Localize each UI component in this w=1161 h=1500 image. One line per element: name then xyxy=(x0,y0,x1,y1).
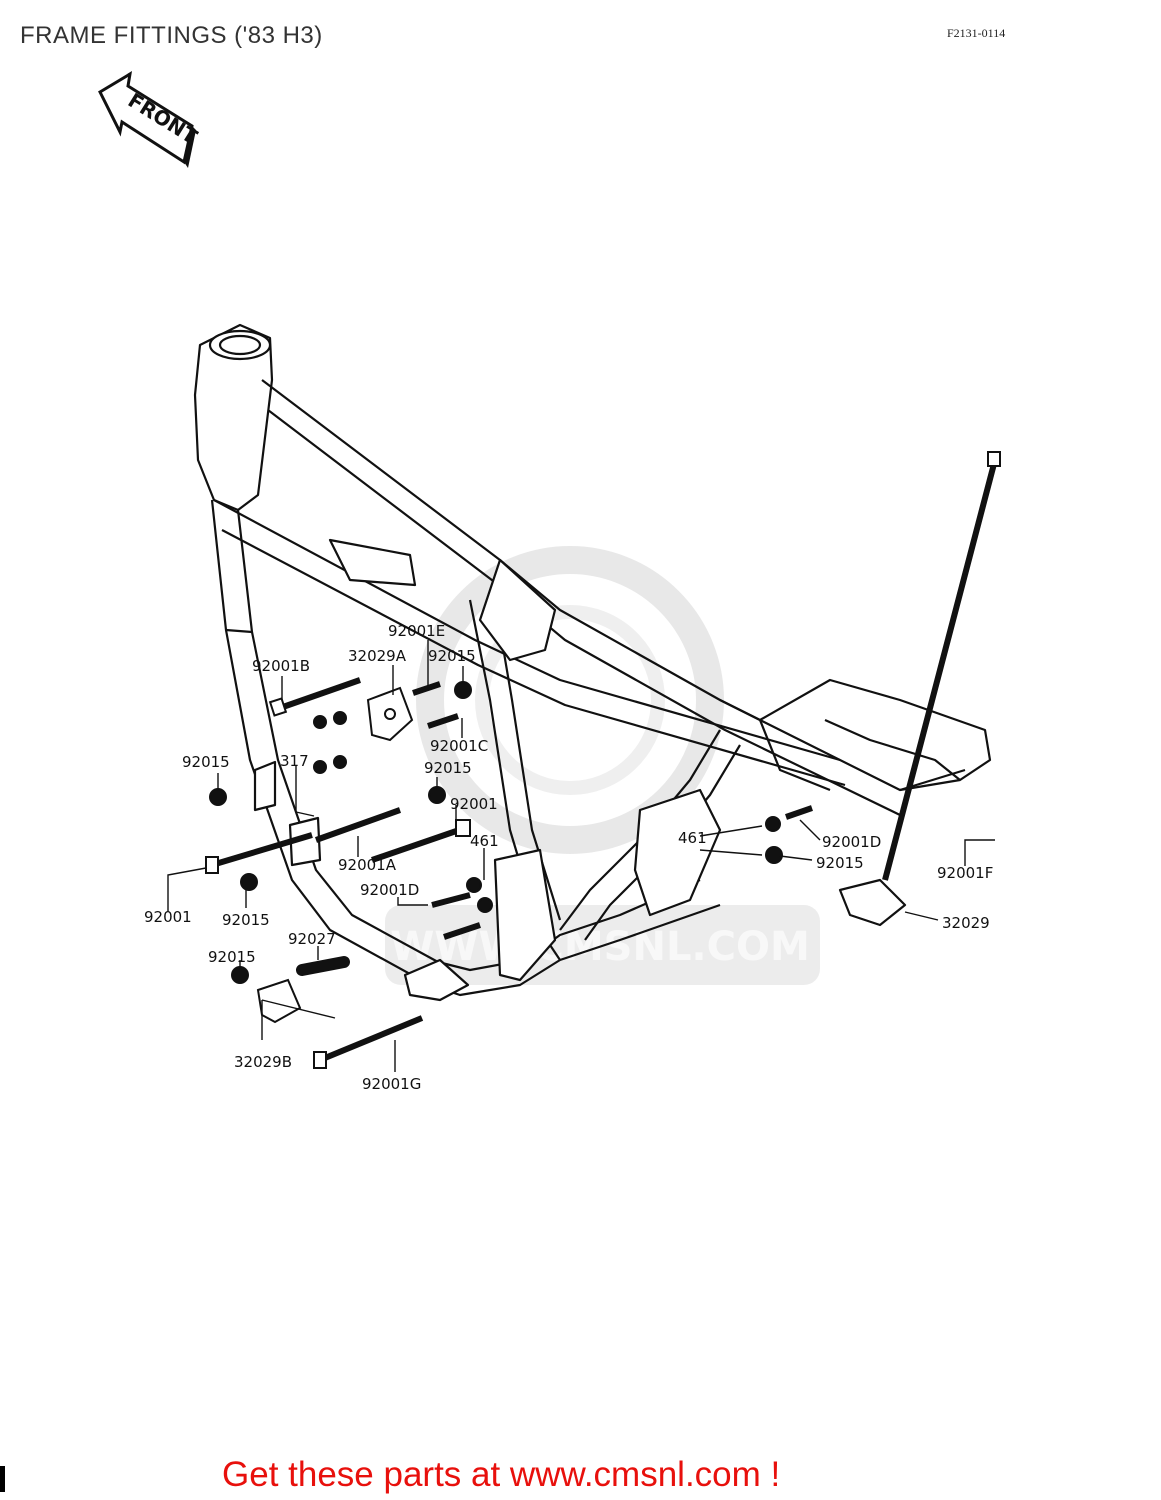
part-label-92015-top: 92015 xyxy=(428,647,476,665)
part-label-92015-left: 92015 xyxy=(182,753,230,771)
fasteners xyxy=(205,451,1001,1069)
front-arrow-icon: FRONT xyxy=(98,71,202,168)
part-label-92015-low: 92015 xyxy=(222,911,270,929)
footer-cta-link[interactable]: Get these parts at www.cmsnl.com ! xyxy=(222,1455,781,1494)
page-title: FRAME FITTINGS ('83 H3) xyxy=(20,22,323,49)
part-label-461-right: 461 xyxy=(678,829,707,847)
part-label-92001A: 92001A xyxy=(338,856,397,874)
part-label-32029: 32029 xyxy=(942,914,990,932)
edge-marker xyxy=(0,1466,5,1492)
part-labels: 92001E 32029A 92015 92001B 92001C 92015 … xyxy=(144,622,993,1093)
leader-lines xyxy=(167,640,995,1072)
part-label-92001-left: 92001 xyxy=(144,908,192,926)
frame-line-art xyxy=(193,323,992,1002)
part-label-92015-mid: 92015 xyxy=(424,759,472,777)
part-label-92001G: 92001G xyxy=(362,1075,421,1093)
part-label-92001-mid: 92001 xyxy=(450,795,498,813)
part-label-92027: 92027 xyxy=(288,930,336,948)
part-label-92001D-right: 92001D xyxy=(822,833,881,851)
part-label-92001E: 92001E xyxy=(388,622,445,640)
part-label-92015-right: 92015 xyxy=(816,854,864,872)
part-label-92001F: 92001F xyxy=(937,864,993,882)
diagram-code: F2131-0114 xyxy=(947,26,1006,40)
part-label-92015-bottom: 92015 xyxy=(208,948,256,966)
part-label-92001B: 92001B xyxy=(252,657,310,675)
part-label-461-left: 461 xyxy=(470,832,499,850)
part-label-32029B: 32029B xyxy=(234,1053,292,1071)
part-label-92001D-low: 92001D xyxy=(360,881,419,899)
part-label-92001C: 92001C xyxy=(430,737,488,755)
part-label-32029A: 32029A xyxy=(348,647,407,665)
part-label-317: 317 xyxy=(280,752,309,770)
